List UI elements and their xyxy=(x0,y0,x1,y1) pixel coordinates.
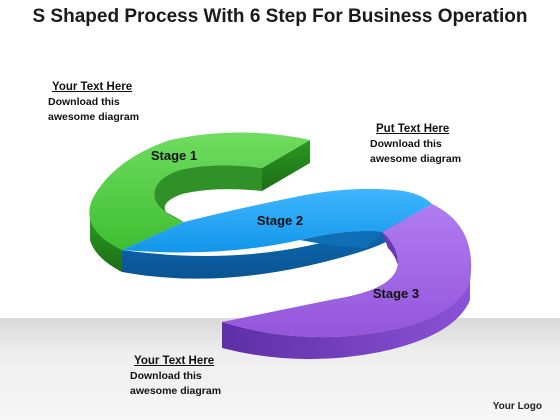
page-title: S Shaped Process With 6 Step For Busines… xyxy=(32,6,528,27)
stage-1-label: Stage 1 xyxy=(151,148,197,163)
stage-2-top xyxy=(122,188,432,253)
text-line: awesome diagram xyxy=(130,385,222,397)
text-line: awesome diagram xyxy=(370,153,462,165)
stage-1-top xyxy=(89,132,310,250)
text-heading: Put Text Here xyxy=(376,123,450,135)
stage-3-segment xyxy=(222,204,472,360)
text-block-top-left: Your Text Here Download this awesome dia… xyxy=(48,80,139,125)
text-block-bottom: Your Text Here Download this awesome dia… xyxy=(130,354,221,399)
stage-3-label: Stage 3 xyxy=(373,286,419,301)
stage-2-side xyxy=(122,205,410,279)
stage-1-inner-wall xyxy=(154,165,262,222)
stage-2-label: Stage 2 xyxy=(257,213,303,228)
stage-3-top xyxy=(222,204,472,338)
text-line: Download this xyxy=(130,370,202,382)
stage-1-side xyxy=(90,218,122,272)
logo-placeholder: Your Logo xyxy=(492,401,542,412)
text-heading: Your Text Here xyxy=(52,81,133,93)
stage-3-side xyxy=(222,280,470,360)
text-heading: Your Text Here xyxy=(134,355,215,367)
stage-2-inner-wall xyxy=(300,231,382,248)
stage-1-segment xyxy=(89,132,310,272)
text-block-top-right: Put Text Here Download this awesome diag… xyxy=(370,122,461,167)
stage-1-side xyxy=(262,140,310,191)
text-line: Download this xyxy=(48,96,120,108)
text-line: awesome diagram xyxy=(48,111,140,123)
stage-2-segment xyxy=(122,188,432,279)
text-line: Download this xyxy=(370,138,442,150)
